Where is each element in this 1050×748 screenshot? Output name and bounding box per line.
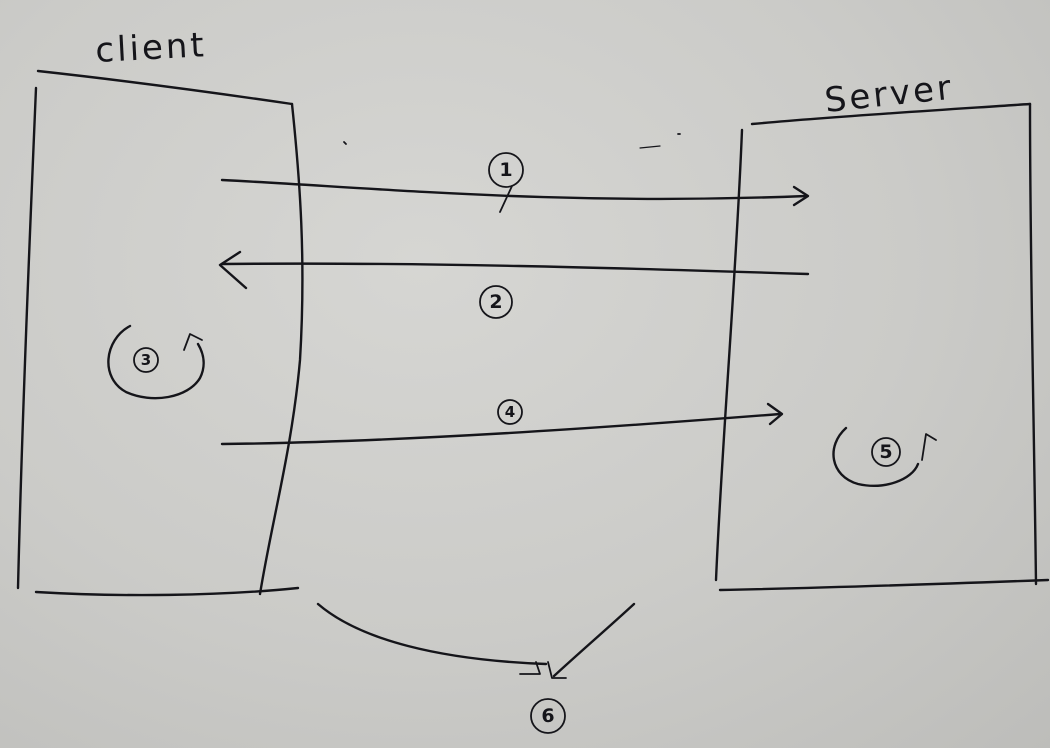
client-label: client [94,25,207,71]
arrow-request-4 [220,402,784,446]
client-box-left-edge [16,86,38,590]
arrow-4-line [220,412,782,446]
arrow-2-head [218,250,248,290]
svg-text:1: 1 [499,159,512,181]
server-box [714,102,1050,592]
arrow-1-line [220,178,808,201]
arrow-2-line [220,262,810,276]
step-number-6: 6 [530,698,566,734]
arrow-response-2 [218,250,810,290]
step-number-4: 4 [497,399,523,425]
curve-from-client [316,602,548,666]
client-box-right-edge [258,102,304,596]
svg-text:5: 5 [879,441,892,463]
client-box-top-edge [36,69,294,106]
line-from-server [552,602,636,678]
loop-step-5 [832,426,937,487]
stray-mark [639,145,661,149]
server-box-top-edge [750,102,1032,126]
loop-3-head [183,333,203,351]
arrow-4-head [766,402,784,426]
arrow-1-head [792,185,810,207]
arrowhead-right [547,661,567,679]
client-box-bottom-edge [34,586,300,597]
svg-text:4: 4 [505,403,515,421]
arrowhead-left [519,661,541,675]
svg-text:3: 3 [141,351,151,369]
connection-arrows-6 [316,602,636,679]
step-number-3: 3 [133,347,159,373]
client-box [16,69,304,597]
server-box-left-edge [714,128,744,582]
svg-text:2: 2 [489,291,502,313]
loop-5-head [921,433,937,461]
svg-text:6: 6 [541,705,554,727]
arrow-request-1 [220,178,810,207]
stray-mark [343,141,347,145]
loop-5-curve [832,426,920,487]
loop-step-3 [107,324,205,400]
step-number-1: 1 [488,152,524,213]
server-box-right-edge [1028,102,1038,586]
server-box-bottom-edge [718,578,1050,592]
loop-3-curve [107,324,205,400]
step-number-2: 2 [479,285,513,319]
step-number-5: 5 [871,437,901,467]
